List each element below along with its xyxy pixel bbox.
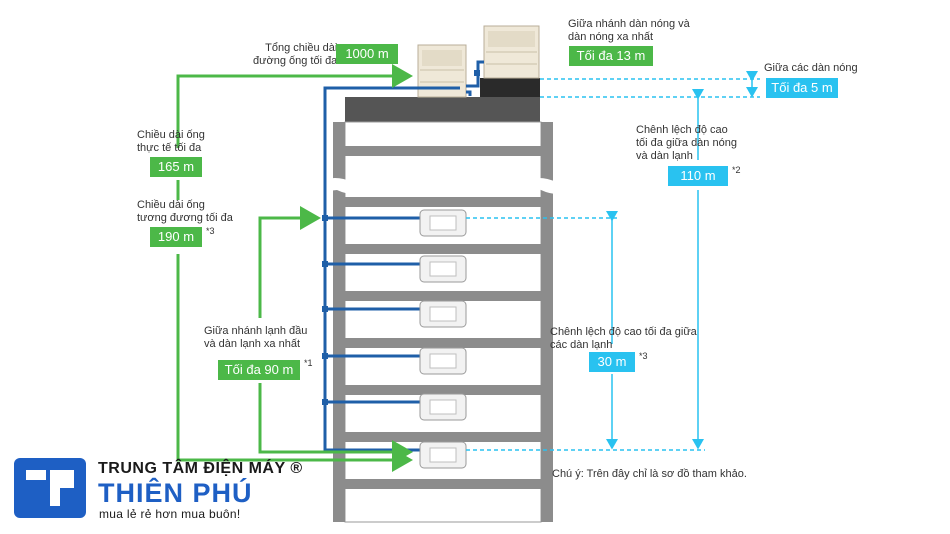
- equivalent-length-label: Chiều dài ống tương đương tối đa: [137, 199, 233, 224]
- indoor-unit: [419, 300, 467, 328]
- indoor-unit: [419, 209, 467, 237]
- height-outdoor-indoor-footnote: *2: [732, 165, 741, 175]
- indoor-branch-label: Giữa nhánh lạnh đầu và dàn lạnh xa nhất: [204, 325, 308, 350]
- brand-tagline: mua lẻ rẻ hơn mua buôn!: [99, 507, 241, 521]
- refrigerant-pipes: [323, 60, 484, 452]
- equivalent-length-footnote: *3: [206, 226, 215, 236]
- indoor-unit: [419, 441, 467, 469]
- outdoor-unit-2: [483, 25, 540, 79]
- roof-slab: [345, 97, 540, 122]
- brand-logo-icon: [14, 458, 86, 518]
- height-indoor-footnote: *3: [639, 351, 648, 361]
- brand-line1: TRUNG TÂM ĐIỆN MÁY ®: [98, 460, 303, 477]
- total-length-label: Tổng chiều dài đường ống tối đa: [253, 42, 338, 67]
- cyan-dimension-lines: [466, 71, 760, 451]
- height-outdoor-indoor-label: Chênh lệch độ cao tối đa giữa dàn nóng v…: [636, 124, 737, 162]
- outdoor-branch-label: Giữa nhánh dàn nóng và dàn nóng xa nhất: [568, 18, 690, 43]
- floor-slabs: [345, 146, 541, 489]
- indoor-unit: [419, 393, 467, 421]
- indoor-branch-badge: Tối đa 90 m: [218, 360, 300, 380]
- indoor-branch-footnote: *1: [304, 358, 313, 368]
- pipe-joints: [322, 70, 480, 405]
- outdoor-branch-badge: Tối đa 13 m: [569, 46, 653, 66]
- green-dimension-lines: [176, 64, 413, 472]
- brand-line2: THIÊN PHÚ: [98, 478, 253, 508]
- height-indoor-label: Chênh lệch độ cao tối đa giữa các dàn lạ…: [550, 326, 697, 351]
- reference-note: Chú ý: Trên đây chỉ là sơ đồ tham khảo.: [552, 468, 747, 480]
- outdoor-unit-base: [480, 78, 540, 97]
- between-outdoor-label: Giữa các dàn nóng: [764, 62, 858, 74]
- actual-length-badge: 165 m: [150, 157, 202, 177]
- total-length-badge: 1000 m: [336, 44, 398, 64]
- indoor-unit: [419, 347, 467, 375]
- indoor-unit: [419, 255, 467, 283]
- height-indoor-badge: 30 m: [589, 352, 635, 372]
- actual-length-label: Chiều dài ống thực tế tối đa: [137, 129, 205, 154]
- indoor-units: [419, 209, 467, 469]
- between-outdoor-badge: Tối đa 5 m: [766, 78, 838, 98]
- height-outdoor-indoor-badge: 110 m: [668, 166, 728, 186]
- equivalent-length-badge: 190 m: [150, 227, 202, 247]
- building-break: [318, 178, 575, 194]
